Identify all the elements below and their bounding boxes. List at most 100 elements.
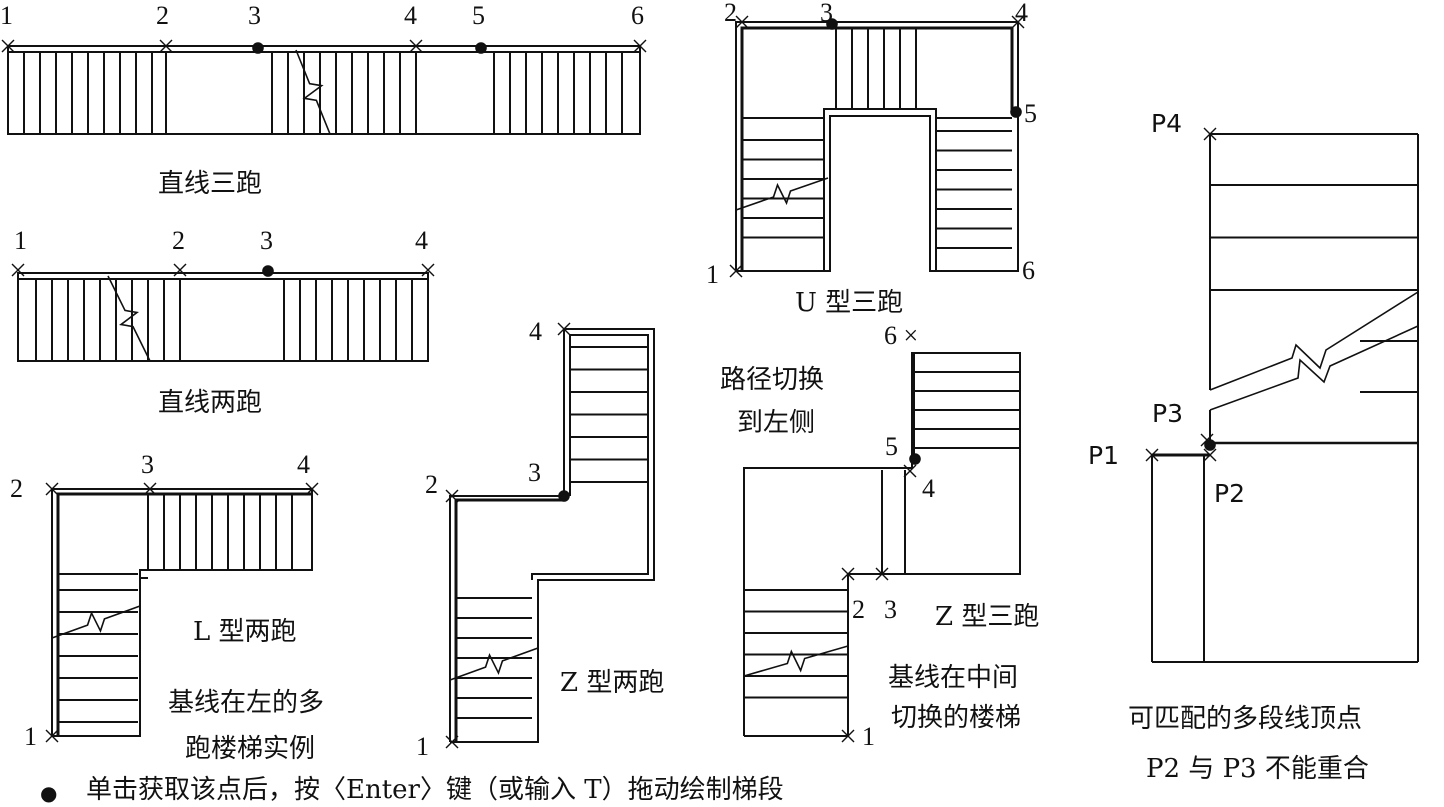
straight-two-run-stair [18,273,428,361]
break-line [736,178,828,210]
s2-point-4: 4 [415,226,428,255]
path-switch-line-1: 路径切换 [720,365,825,395]
poly-point-p4: P4 [1151,109,1182,138]
polyline-vertex-stair [1152,134,1418,662]
u3-point-1: 1 [706,260,719,289]
stair-box [18,273,428,361]
z-three-run-stair [744,353,1020,736]
s2-point-2: 2 [172,226,185,255]
vertex-x-marker [12,264,24,276]
s3-point-5: 5 [472,1,485,30]
break-line [1210,326,1418,410]
vertex-x-marker [1012,16,1024,28]
vertex-x-marker [842,730,854,742]
vertex-dot-marker [909,453,921,465]
vertex-x-marker [634,40,646,52]
vertex-x-marker [1146,449,1158,461]
vertex-x-marker [1204,128,1216,140]
u3-point-5: 5 [1024,99,1037,128]
s3-point-2: 2 [156,1,169,30]
vertex-x-marker [46,483,58,495]
l2-point-2: 2 [10,474,23,503]
vertex-x-marker [46,730,58,742]
z3-point-2: 2 [852,595,865,624]
poly-note-line-1: 可匹配的多段线顶点 [1128,704,1363,734]
vertex-x-marker [410,40,422,52]
stair-outline [736,22,1018,271]
z2-point-1: 1 [416,732,429,761]
vertex-x-marker [1201,434,1213,446]
break-line [1210,292,1418,390]
vertex-x-marker [2,40,14,52]
baseline-rail [456,500,564,742]
s3-point-1: 1 [0,1,13,30]
path-switch-line-2: 到左侧 [737,408,816,438]
vertex-x-marker [904,465,916,477]
vertex-dot-marker [262,265,274,277]
vertex-x-marker [144,483,156,495]
z3-note-line-1: 基线在中间 [888,663,1019,693]
poly-point-p1: P1 [1088,441,1119,470]
z2-point-3: 3 [528,458,541,487]
legend-text: 单击获取该点后，按〈Enter〉键（或输入 T）拖动绘制梯段 [86,775,784,805]
z3-point-5: 5 [885,432,898,461]
l2-point-1: 1 [24,722,37,751]
break-line [108,276,150,361]
vertex-x-marker [422,264,434,276]
z2-point-4: 4 [529,317,542,346]
vertex-x-marker [558,323,570,335]
u-three-run-stair [736,22,1018,271]
u3-point-4: 4 [1015,0,1028,27]
vertex-x-marker [446,490,458,502]
poly-point-p3: P3 [1152,399,1183,428]
l2-note-line-2: 跑楼梯实例 [185,734,316,764]
vertex-dot-marker [1010,106,1022,118]
stair-outline [744,353,1020,736]
s2-point-1: 1 [14,226,27,255]
poly-point-p2: P2 [1214,479,1245,508]
break-line [450,648,538,680]
s3-point-6: 6 [631,1,644,30]
z3-point-4: 4 [922,474,935,503]
stair-outline [824,109,936,271]
stair-outline [140,570,148,578]
u3-caption: U 型三跑 [795,288,904,318]
vertex-dot-marker [475,42,487,54]
l2-point-3: 3 [141,450,154,479]
s3-caption: 直线三跑 [158,169,263,199]
vertex-x-marker [1204,449,1216,461]
s2-caption: 直线两跑 [158,388,263,418]
vertex-x-marker [736,16,748,28]
vertex-x-marker [446,736,458,748]
poly-note-line-2: P2 与 P3 不能重合 [1146,754,1369,784]
vertex-x-marker [876,568,888,580]
vertex-x-marker [730,265,742,277]
z3-point-6: 6 × [884,321,919,350]
z3-note-line-2: 切换的楼梯 [891,703,1022,733]
break-line [744,646,848,676]
vertex-dot-marker [252,42,264,54]
stair-box [8,46,640,134]
vertex-x-marker [842,568,854,580]
z3-point-1: 1 [862,722,875,751]
vertex-dot-marker [1204,439,1216,451]
straight-three-run-stair [8,46,640,134]
vertex-x-marker [174,264,186,276]
z2-point-2: 2 [425,470,438,499]
z3-point-3: 3 [884,595,897,624]
s2-point-3: 3 [260,226,273,255]
z2-caption: Z 型两跑 [560,668,665,698]
vertex-markers [2,16,1216,748]
break-line [52,606,140,638]
vertex-dot-marker [826,18,838,30]
break-line [296,50,330,134]
u3-point-6: 6 [1022,256,1035,285]
u3-point-3: 3 [820,0,833,27]
stair-outline [450,329,654,742]
vertex-dot-marker [558,490,570,502]
bullet-icon: ● [40,781,58,805]
z3-caption: Z 型三跑 [935,602,1040,632]
l2-note-line-1: 基线在左的多 [168,688,325,718]
